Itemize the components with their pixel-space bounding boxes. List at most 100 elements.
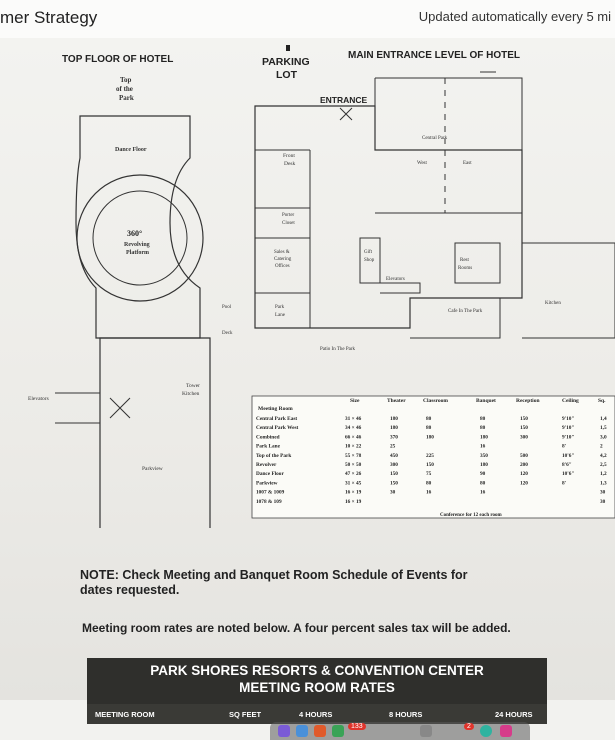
table-cell: 180 — [426, 434, 434, 440]
table-cell: 8' — [562, 444, 567, 450]
app-title: mer Strategy — [0, 8, 98, 27]
table-cell: 10'6" — [562, 471, 574, 477]
table-cell: 50 × 50 — [345, 462, 362, 468]
pool-deck-label-1: Pool — [222, 305, 232, 310]
table-cell: 1,3 — [600, 480, 607, 486]
table-cell: 2,5 — [600, 462, 607, 468]
top-of-park-label-1: Top — [120, 76, 132, 84]
table-cell: 3,0 — [600, 434, 607, 440]
table-row-name: Central Park East — [256, 416, 297, 422]
col-sqft: Sq. — [598, 398, 606, 404]
parking-label-2: LOT — [276, 69, 298, 81]
table-cell: 150 — [520, 416, 528, 422]
capacity-table-frame — [251, 395, 615, 519]
dock-app-icon[interactable] — [500, 725, 512, 737]
dock-app-icon[interactable] — [296, 725, 308, 737]
table-row-name: Park Lane — [256, 444, 281, 450]
table-cell: 9'10" — [562, 434, 574, 440]
rate-col-24h: 24 HOURS — [495, 710, 533, 719]
dock-app-icon[interactable] — [480, 725, 492, 737]
auto-update-note: Updated automatically every 5 mi — [418, 9, 611, 24]
revolving-label-2: Revolving — [124, 242, 150, 248]
table-cell: 16 — [480, 490, 486, 496]
table-cell: 120 — [520, 480, 528, 486]
table-row-name: Dance Floor — [256, 471, 284, 477]
rate-col-room: MEETING ROOM — [95, 710, 155, 719]
table-cell: 2 — [600, 444, 603, 450]
rate-col-4h: 4 HOURS — [299, 710, 333, 719]
parking-label-1: PARKING — [262, 56, 310, 68]
table-cell: 75 — [426, 471, 432, 477]
capacity-table-header: Meeting Room Size Theater Classroom Banq… — [258, 398, 606, 412]
floor-plan: TOP FLOOR OF HOTEL Top of the Park Dance… — [28, 45, 615, 528]
central-park-label: Central Park — [422, 136, 448, 141]
schedule-note: NOTE: Check Meeting and Banquet Room Sch… — [80, 568, 468, 597]
table-cell: 370 — [390, 434, 398, 440]
table-row-name: Parkview — [256, 480, 278, 486]
dance-floor-label: Dance Floor — [115, 147, 147, 153]
table-cell: 30 — [600, 490, 606, 496]
table-cell: 25 — [390, 444, 396, 450]
table-cell: 4,2 — [600, 453, 607, 459]
elevator-bank — [380, 282, 421, 294]
table-cell: 500 — [520, 453, 528, 459]
table-cell: 16 — [426, 490, 432, 496]
table-cell: 10'6" — [562, 453, 574, 459]
table-cell: 80 — [480, 416, 486, 422]
tower-outline — [99, 337, 211, 528]
table-cell: 180 — [390, 425, 398, 431]
table-row-name: 1007 & 1009 — [256, 490, 285, 496]
rate-col-8h: 8 HOURS — [389, 710, 423, 719]
ballroom-outline — [375, 77, 523, 150]
table-row-name: Central Park West — [256, 425, 299, 431]
porter-label-2: Closet — [282, 221, 295, 226]
front-desk-label-2: Desk — [284, 161, 296, 167]
table-cell: 10 × 22 — [345, 444, 362, 450]
rest-rooms-label-1: Rest — [460, 258, 470, 263]
table-cell: 47 × 26 — [345, 471, 362, 477]
capacity-table-rows: Central Park East 31 × 46 180 80 80 150 9'10" 1… — [256, 416, 607, 505]
dock-app-icon[interactable] — [278, 725, 290, 737]
dock-app-icon[interactable] — [314, 725, 326, 737]
rates-banner: PARK SHORES RESORTS & CONVENTION CENTER … — [87, 658, 547, 704]
table-cell: 150 — [520, 425, 528, 431]
top-of-park-label-3: Park — [119, 94, 134, 102]
elevator-x — [109, 397, 131, 419]
rates-note: Meeting room rates are noted below. A fo… — [82, 621, 511, 635]
table-cell: 300 — [520, 434, 528, 440]
cafe-label: Cafe In The Park — [448, 309, 483, 314]
table-cell: 150 — [390, 480, 398, 486]
col-banquet: Banquet — [476, 398, 496, 404]
table-cell: 31 × 45 — [345, 480, 362, 486]
sales-label-3: Offices — [275, 264, 290, 269]
kitchen-label: Kitchen — [545, 301, 561, 306]
revolving-label-3: Platform — [126, 250, 149, 256]
porter-label-1: Porter — [282, 213, 295, 218]
table-cell: 31 × 46 — [345, 416, 362, 422]
table-cell: 66 × 46 — [345, 434, 362, 440]
table-cell: 30 — [600, 499, 606, 505]
kitchen-box — [522, 242, 615, 339]
dock-app-icon[interactable] — [420, 725, 432, 737]
table-cell: 30 — [390, 490, 396, 496]
table-cell: 34 × 46 — [345, 425, 362, 431]
table-cell: 1,4 — [600, 416, 607, 422]
table-cell: 90 — [480, 471, 486, 477]
table-row-name: Revolver — [256, 462, 277, 468]
pool-deck-label-2: Deck — [222, 331, 233, 336]
dock-badge-count: 133 — [348, 723, 366, 730]
table-cell: 450 — [390, 453, 398, 459]
document-photo: TOP FLOOR OF HOTEL Top of the Park Dance… — [0, 38, 615, 740]
table-cell: 8'6" — [562, 462, 572, 468]
dock-app-icon[interactable] — [332, 725, 344, 737]
kitchen-label-left: Kitchen — [182, 391, 200, 397]
table-cell: 300 — [390, 462, 398, 468]
col-ceiling: Ceiling — [562, 398, 579, 404]
elevator-block — [55, 392, 101, 424]
banner-subtitle: MEETING ROOM RATES — [239, 680, 395, 695]
sales-label-2: Catering — [274, 257, 292, 262]
table-cell: 80 — [480, 425, 486, 431]
elevators-left-label: Elevators — [28, 396, 49, 402]
top-floor-heading: TOP FLOOR OF HOTEL — [62, 54, 173, 65]
rate-table-header: MEETING ROOM SQ FEET 4 HOURS 8 HOURS 24 … — [87, 704, 547, 724]
